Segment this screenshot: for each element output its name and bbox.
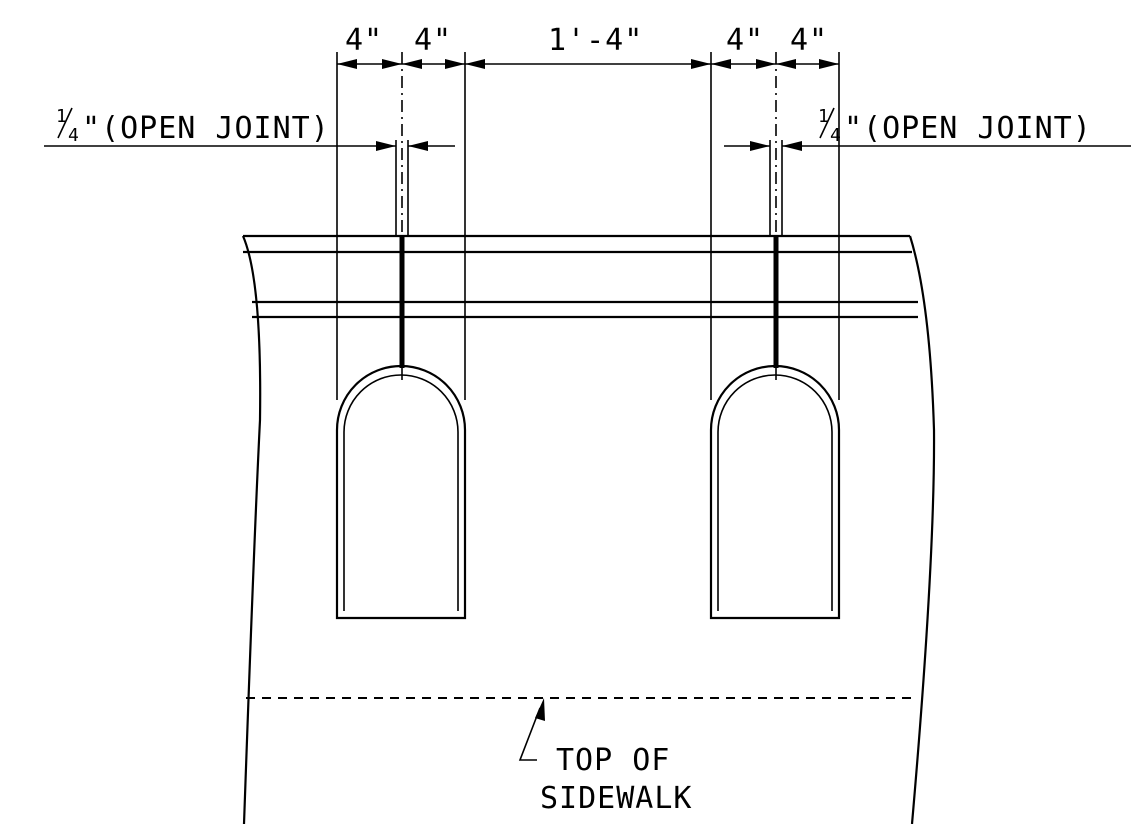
left-open-joint-label: "(OPEN JOINT)	[82, 111, 330, 146]
right-open-joint-callout: 1 4 "(OPEN JOINT)	[724, 106, 1131, 151]
dim-left-outer: 4"	[345, 23, 383, 58]
left-fraction-num: 1	[56, 106, 67, 127]
sidewalk-label-line1: TOP OF	[556, 743, 670, 778]
left-fraction-den: 4	[68, 125, 79, 146]
dim-center: 1'-4"	[548, 23, 643, 58]
sidewalk-leader	[518, 698, 545, 761]
left-rail-opening	[335, 364, 467, 620]
right-rail-opening	[709, 364, 841, 620]
left-open-joint-callout: 1 4 "(OPEN JOINT)	[44, 106, 455, 151]
sidewalk-label-line2: SIDEWALK	[540, 781, 693, 816]
dim-left-inner: 4"	[414, 23, 452, 58]
right-fraction-den: 4	[830, 125, 841, 146]
right-fraction-num: 1	[818, 106, 829, 127]
top-dimension-line	[337, 59, 839, 69]
right-open-joint-label: "(OPEN JOINT)	[844, 111, 1092, 146]
dim-right-outer: 4"	[790, 23, 828, 58]
railing-outline	[241, 234, 936, 824]
extension-lines	[336, 52, 840, 400]
dim-right-inner: 4"	[726, 23, 764, 58]
